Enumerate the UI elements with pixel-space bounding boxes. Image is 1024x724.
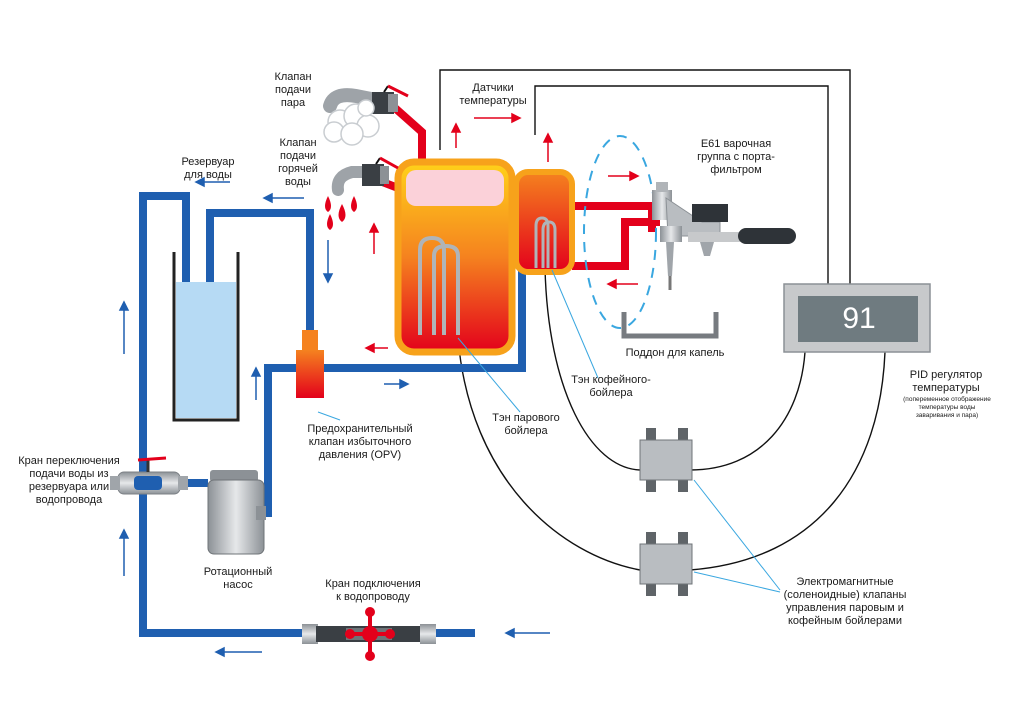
label-reservoir: Резервуар для воды [181,156,235,181]
solenoid-wire-steam-ret [689,351,886,571]
arrow-mains-in [504,627,550,639]
label-opv: Предохранительный клапан избыточного дав… [307,423,413,461]
steam-cloud-icon [323,99,380,146]
arrow-pump-up [250,366,262,400]
sensor-wire-steam [439,69,851,285]
boiler-feed-pipe [322,270,526,372]
drip-tray [621,312,719,339]
label-mains-valve: Кран подключения к водопроводу [325,578,421,603]
arrow-reservoir-top [194,176,230,188]
heating-element-icon [534,216,557,268]
leader-lines [317,269,781,593]
arrow-bottom-left [214,646,262,658]
e61-group-head [583,135,796,329]
arrow-group-in [608,170,640,182]
valve-handle-icon [345,607,395,661]
flow-arrows-red [364,112,640,354]
label-pump: Ротационный насос [203,566,273,591]
switch-valve [110,456,188,495]
arrow-feed-right [384,378,410,390]
flow-arrows-blue [118,176,550,658]
arrow-return-top [262,192,304,204]
label-pid-note: (попеременное отображение температуры во… [903,396,991,419]
label-solenoids: Электромагнитные (соленоидные) клапаны у… [783,576,907,627]
arrow-steam-up [368,222,380,254]
arrow-boiler-left [364,342,388,354]
label-coffee-heater: Тэн кофейного- бойлера [571,374,651,399]
arrow-sensor-top [474,112,522,124]
valve-handle-icon [375,156,399,170]
solenoid-valve-steam [639,532,693,596]
steam-valve [323,84,409,114]
coffee-boiler [513,169,575,275]
valve-handle-icon [383,84,409,98]
water-reservoir [172,252,240,422]
reservoir-intake-pipe [139,192,305,637]
water-drops-icon [325,196,357,230]
solenoid-wire-coffee-ret [689,351,806,471]
arrow-return-down [322,240,334,284]
group-return-pipe [572,218,660,270]
opv-return-pipe [206,209,314,330]
arrow-left-side [118,300,130,354]
solenoid-wire-steam [457,337,641,571]
solenoid-wire-coffee [544,267,641,471]
hot-water-valve [331,156,399,196]
mains-valve [302,607,436,661]
arrow-left-low [118,528,130,576]
arrow-boiler-up [450,122,462,148]
heating-element-icon [418,235,460,335]
valve-handle-icon [137,456,167,472]
solenoid-valve-coffee [639,428,693,492]
rotary-pump [207,470,266,555]
label-steam-valve: Клапан подачи пара [274,71,312,109]
control-wires [439,69,886,571]
label-group-head: E61 варочная группа с порта- фильтром [697,138,775,176]
label-drip-tray: Поддон для капель [625,347,725,359]
label-steam-heater: Тэн парового бойлера [492,412,560,437]
arrow-coffee-up [542,132,554,162]
label-temp-sensors: Датчики температуры [459,82,527,107]
label-hot-water-valve: Клапан подачи горячей воды [278,137,318,188]
sensor-wire-coffee [534,85,829,285]
opv-valve [296,330,324,398]
arrow-group-out [606,278,638,290]
pid-display-value: 91 [842,302,876,335]
pid-controller [783,283,931,353]
label-pid: PID регулятор температуры [909,369,983,394]
steam-boiler [394,158,516,356]
label-switch-valve: Кран переключения подачи воды из резерву… [18,455,120,506]
